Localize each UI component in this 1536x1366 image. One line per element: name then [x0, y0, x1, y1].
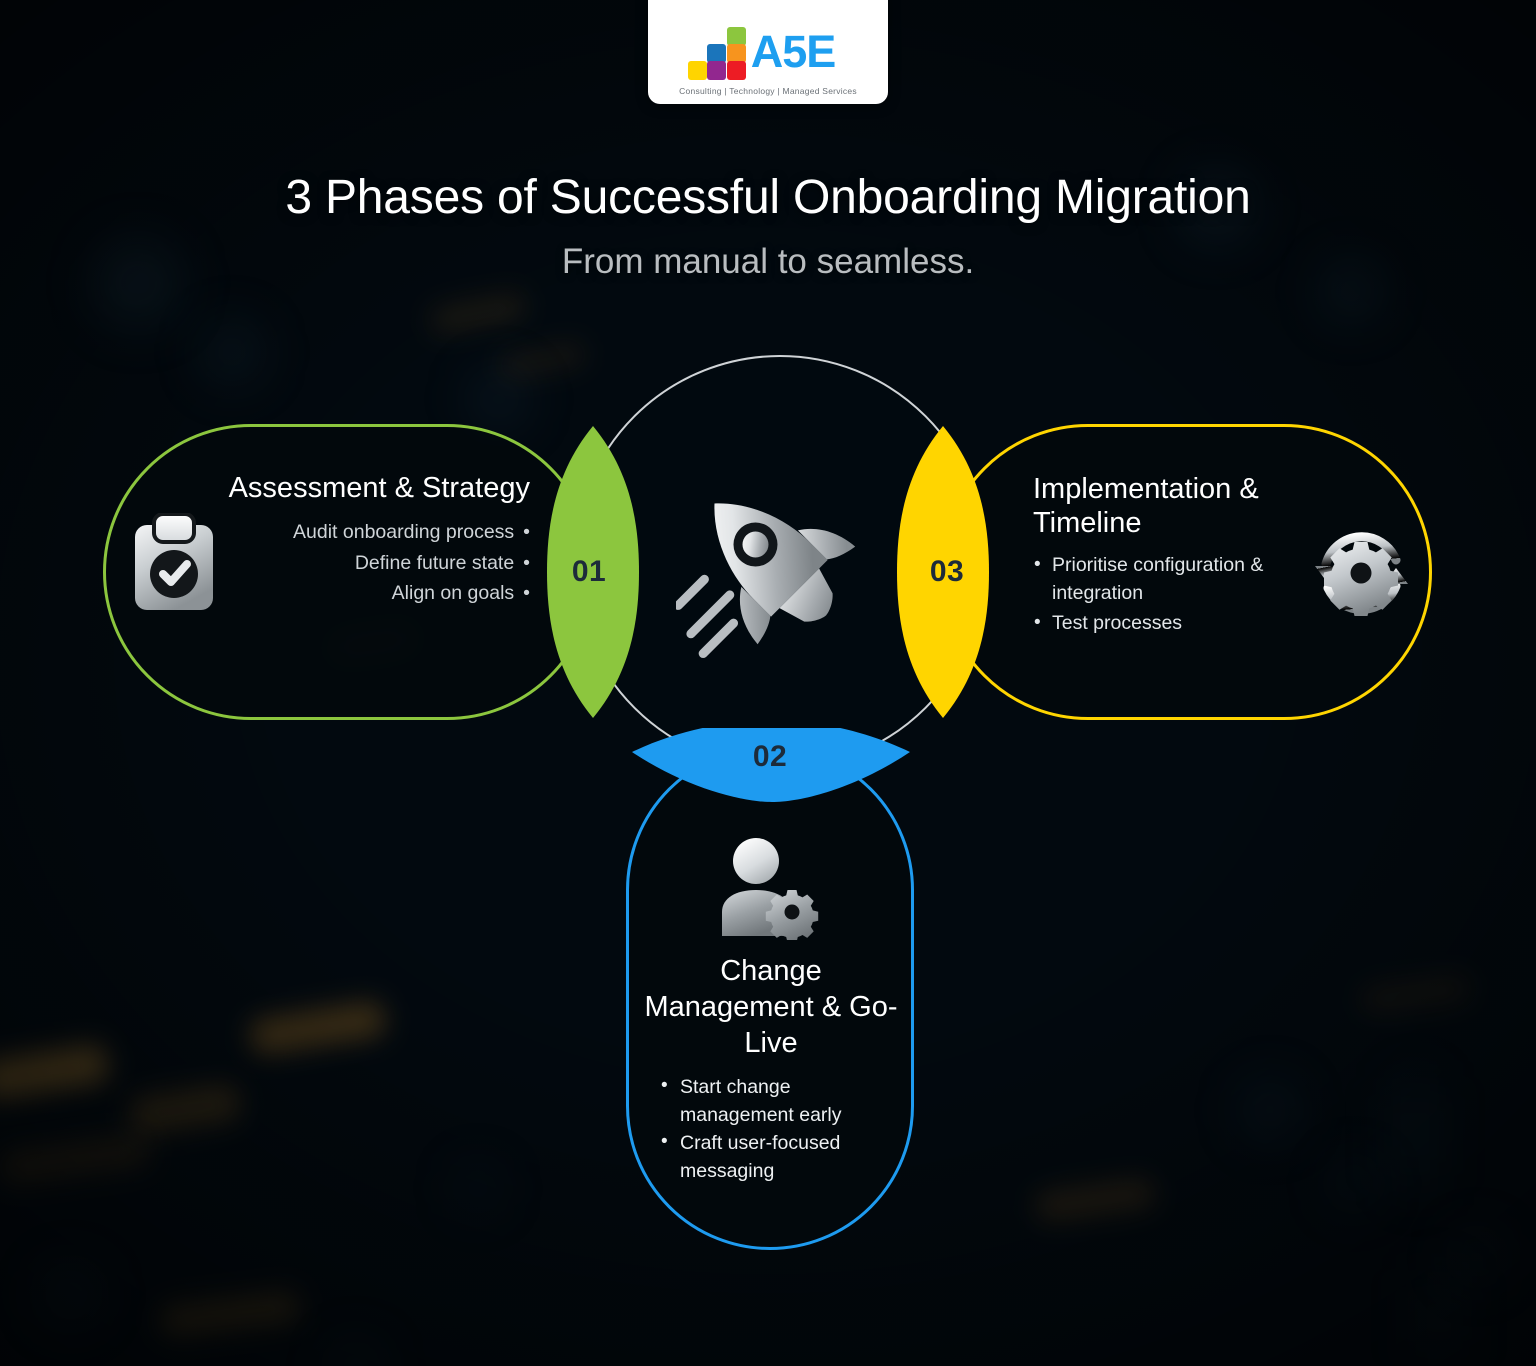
phase-number-badge-01[interactable]: 01 — [535, 420, 643, 724]
page-subtitle: From manual to seamless. — [561, 242, 975, 281]
phase-bullets-assessment: Audit onboarding process Define future s… — [200, 517, 530, 608]
phase-bullets-implementation: Prioritise configuration & integration T… — [1033, 551, 1343, 638]
phase-number-02: 02 — [752, 740, 788, 773]
list-item: Start change management early — [661, 1073, 902, 1129]
phase-title-implementation: Implementation & Timeline — [1033, 473, 1259, 540]
clipboard-check-icon — [135, 513, 213, 610]
phase-title-change-management: Change Management & Go-Live — [644, 955, 898, 1059]
phase-number-badge-02[interactable]: 02 — [624, 728, 916, 820]
logo-mark-and-word: A5E — [687, 23, 837, 80]
phase-content-assessment: Assessment & Strategy Audit onboarding p… — [200, 472, 530, 608]
logo-block-yellow — [687, 61, 707, 80]
phase-title-assessment: Assessment & Strategy — [228, 472, 530, 504]
page-title: 3 Phases of Successful Onboarding Migrat… — [285, 171, 1251, 224]
user-settings-icon — [722, 838, 819, 940]
phase-number-badge-03[interactable]: 03 — [893, 420, 1001, 724]
list-item: Prioritise configuration & integration — [1033, 551, 1343, 608]
list-item: Align on goals — [200, 578, 530, 608]
list-item: Craft user-focused messaging — [661, 1129, 902, 1185]
logo-blocks-icon — [687, 27, 747, 80]
logo-wordmark: A5E — [750, 25, 837, 77]
list-item: Define future state — [200, 548, 530, 578]
phase-number-03: 03 — [929, 555, 965, 588]
logo-tagline: Consulting | Technology | Managed Servic… — [679, 86, 857, 96]
logo-block-purple — [706, 61, 726, 80]
logo-block-red — [726, 61, 746, 80]
phase-content-implementation: Implementation & Timeline Prioritise con… — [1033, 472, 1343, 640]
logo-block-orange — [726, 44, 746, 63]
rocket-icon — [676, 503, 856, 659]
phase-number-01: 01 — [571, 555, 607, 588]
list-item: Audit onboarding process — [200, 517, 530, 547]
logo-block-blue — [706, 44, 726, 63]
gear-refresh-icon — [1315, 532, 1408, 616]
phase-bullets-change-management: Start change management early Craft user… — [640, 1073, 902, 1186]
logo-block-green — [726, 27, 746, 46]
brand-logo-card: A5E Consulting | Technology | Managed Se… — [648, 0, 888, 104]
phase-content-change-management: Change Management & Go-Live Start change… — [640, 954, 902, 1187]
list-item: Test processes — [1033, 609, 1343, 638]
